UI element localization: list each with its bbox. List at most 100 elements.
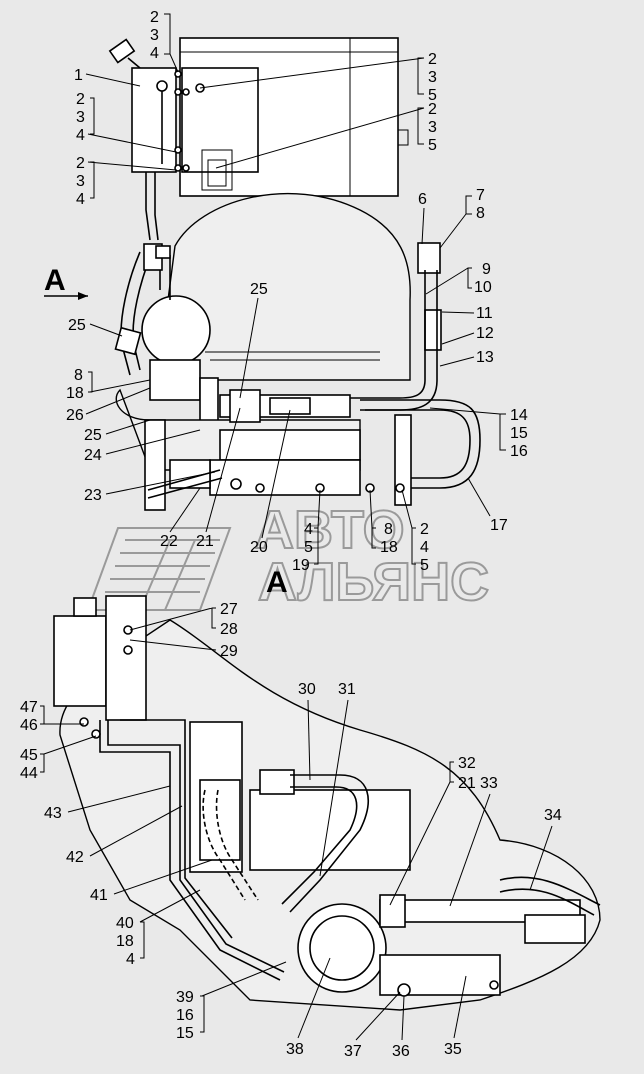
callout-22: 22 bbox=[160, 533, 178, 550]
callout-4-top: 4 bbox=[150, 45, 159, 62]
callout-34: 34 bbox=[544, 807, 562, 824]
callout-42: 42 bbox=[66, 849, 84, 866]
callout-4-lower: 4 bbox=[126, 951, 135, 968]
callout-4-left: 4 bbox=[76, 127, 85, 144]
callout-45: 45 bbox=[20, 747, 38, 764]
callout-11: 11 bbox=[476, 305, 493, 322]
callout-39: 39 bbox=[176, 989, 194, 1006]
callout-23: 23 bbox=[84, 487, 102, 504]
view-a-label: A bbox=[44, 264, 66, 297]
callout-4-left-b: 4 bbox=[76, 191, 85, 208]
callout-2-bottom: 2 bbox=[420, 521, 429, 538]
callout-8: 8 bbox=[476, 205, 485, 222]
callout-3-right-a: 3 bbox=[428, 69, 437, 86]
hose-34 bbox=[499, 876, 601, 906]
callout-27: 27 bbox=[220, 601, 238, 618]
callout-21: 21 bbox=[196, 533, 214, 550]
callout-9: 9 bbox=[482, 261, 491, 278]
callout-8-left: 8 bbox=[74, 367, 83, 384]
callout-25-mid: 25 bbox=[84, 427, 102, 444]
callout-13: 13 bbox=[476, 349, 494, 366]
callout-1: 1 bbox=[74, 67, 83, 84]
callout-44: 44 bbox=[20, 765, 38, 782]
callout-30: 30 bbox=[298, 681, 316, 698]
callout-15-lower: 15 bbox=[176, 1025, 194, 1042]
callout-32: 32 bbox=[458, 755, 476, 772]
callout-8-bottom: 8 bbox=[384, 521, 393, 538]
callout-7: 7 bbox=[476, 187, 485, 204]
pipe-13 bbox=[350, 270, 426, 399]
upper-callouts: 1 2 3 4 2 3 4 2 3 4 2 3 5 2 3 5 6 7 8 9 … bbox=[66, 9, 528, 574]
callout-3-right-b: 3 bbox=[428, 119, 437, 136]
air-box bbox=[149, 359, 201, 401]
bracket-plate bbox=[181, 67, 259, 173]
callout-14: 14 bbox=[510, 407, 528, 424]
watermark: АВТО АЛЬЯНС bbox=[86, 499, 490, 613]
callout-43: 43 bbox=[44, 805, 62, 822]
callout-5-right-b: 5 bbox=[428, 137, 437, 154]
callout-24: 24 bbox=[84, 447, 102, 464]
callout-47: 47 bbox=[20, 699, 38, 716]
expansion-tank bbox=[131, 67, 177, 173]
callout-29: 29 bbox=[220, 643, 238, 660]
callout-2-top: 2 bbox=[150, 9, 159, 26]
callout-17: 17 bbox=[490, 517, 508, 534]
callout-37: 37 bbox=[344, 1043, 362, 1060]
lower-callouts: 27 28 29 47 46 45 44 43 42 41 40 18 4 39… bbox=[20, 601, 562, 1060]
callout-5-right-a: 5 bbox=[428, 87, 437, 104]
callout-21-lower: 21 bbox=[458, 775, 476, 792]
flywheel-housing bbox=[167, 192, 411, 381]
view-arrow-a: A bbox=[44, 264, 88, 300]
callout-15: 15 bbox=[510, 425, 528, 442]
callout-5-bottom: 5 bbox=[304, 539, 313, 556]
callout-26: 26 bbox=[66, 407, 84, 424]
watermark-bottom: АЛЬЯНС bbox=[258, 552, 489, 612]
expansion-tank-lower bbox=[53, 615, 107, 707]
callout-25-left: 25 bbox=[68, 317, 86, 334]
callout-18-left: 18 bbox=[66, 385, 84, 402]
callout-33: 33 bbox=[480, 775, 498, 792]
hose-31 bbox=[289, 774, 369, 913]
callout-38: 38 bbox=[286, 1041, 304, 1058]
hose-upper bbox=[145, 172, 151, 241]
callout-2-left: 2 bbox=[76, 91, 85, 108]
section-a-label: A bbox=[266, 566, 288, 599]
callout-5-bottom-b: 5 bbox=[420, 557, 429, 574]
hose-11 bbox=[424, 309, 442, 351]
callout-6: 6 bbox=[418, 191, 427, 208]
callout-2-right-b: 2 bbox=[428, 101, 437, 118]
lower-assembly bbox=[53, 595, 601, 1011]
callout-36: 36 bbox=[392, 1043, 410, 1060]
callout-3-left: 3 bbox=[76, 109, 85, 126]
clamp-6 bbox=[417, 242, 441, 274]
watermark-top: АВТО bbox=[255, 500, 405, 560]
pipe-42 bbox=[99, 720, 281, 981]
watermark-logo bbox=[86, 527, 232, 611]
upper-assembly bbox=[108, 37, 481, 511]
callout-28: 28 bbox=[220, 621, 238, 638]
callout-18-lower: 18 bbox=[116, 933, 134, 950]
callout-3-left-b: 3 bbox=[76, 173, 85, 190]
turbocharger bbox=[141, 295, 211, 365]
callout-41: 41 bbox=[90, 887, 108, 904]
callout-4-bottom-b: 4 bbox=[420, 539, 429, 556]
callout-10: 10 bbox=[474, 279, 492, 296]
pipe-17 bbox=[360, 399, 481, 489]
callout-12: 12 bbox=[476, 325, 494, 342]
callout-31: 31 bbox=[338, 681, 356, 698]
callout-19: 19 bbox=[292, 557, 310, 574]
callout-20: 20 bbox=[250, 539, 268, 556]
callout-16: 16 bbox=[510, 443, 528, 460]
callout-25-top: 25 bbox=[250, 281, 268, 298]
callout-40: 40 bbox=[116, 915, 134, 932]
callout-3-top: 3 bbox=[150, 27, 159, 44]
callout-35: 35 bbox=[444, 1041, 462, 1058]
callout-4-bottom: 4 bbox=[304, 521, 313, 538]
callout-46: 46 bbox=[20, 717, 38, 734]
callout-2-right-a: 2 bbox=[428, 51, 437, 68]
filler-cap bbox=[108, 38, 141, 69]
cooler bbox=[249, 789, 411, 871]
filler-cap-lower bbox=[73, 597, 97, 617]
callout-2-left-b: 2 bbox=[76, 155, 85, 172]
